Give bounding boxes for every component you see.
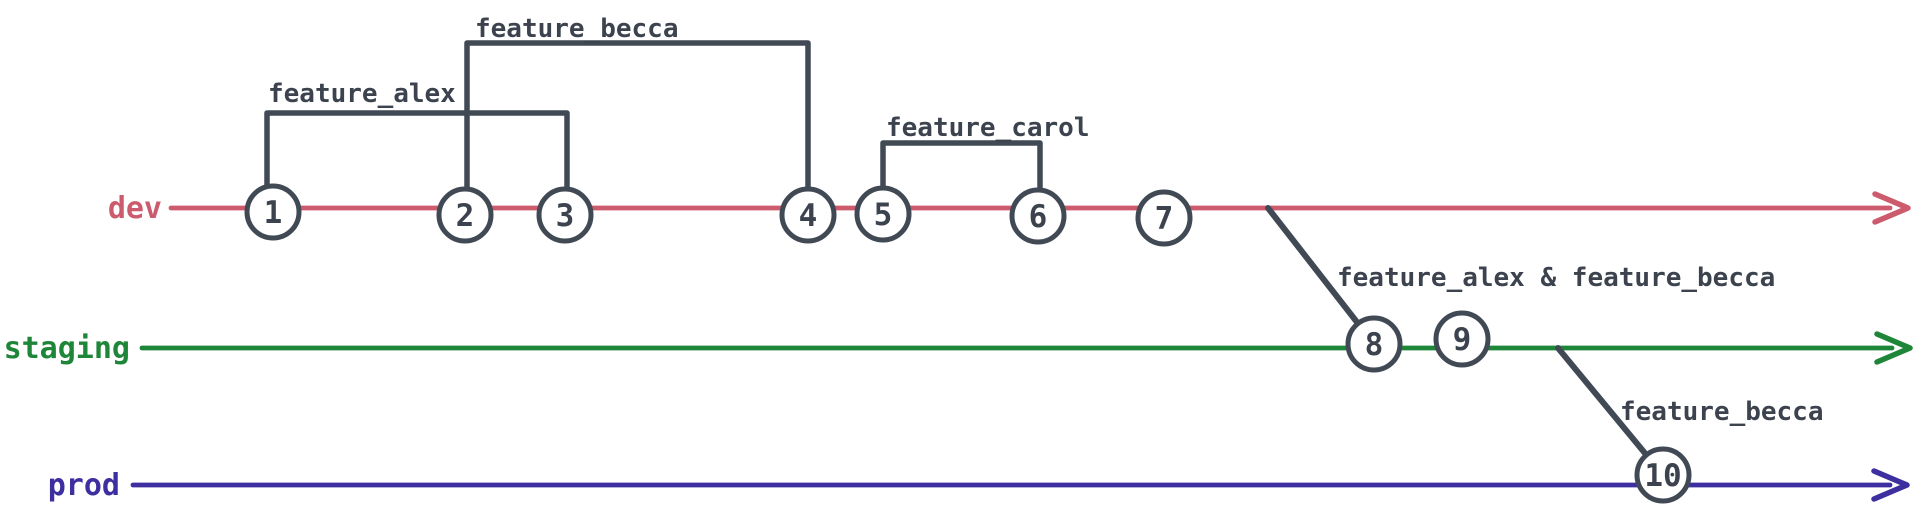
commit-number: 4 <box>799 198 818 234</box>
commit-number: 8 <box>1365 327 1384 363</box>
merge-line-0 <box>1265 205 1377 347</box>
commit-node-6 <box>1009 187 1067 245</box>
branch-label-staging: staging <box>4 331 130 366</box>
commit-number: 10 <box>1644 458 1681 494</box>
commit-node-1 <box>244 183 302 241</box>
arrow-right-icon <box>1871 468 1910 502</box>
commit-node-3 <box>536 186 594 244</box>
merge-label: feature_alex & feature_becca <box>1337 263 1775 293</box>
arrow-right-icon <box>1874 331 1913 365</box>
feature-bracket-feature_carol <box>880 140 1043 211</box>
commit-number: 2 <box>456 198 475 234</box>
feature-bracket-feature_becca <box>464 40 811 211</box>
commit-number: 1 <box>264 195 283 231</box>
feature-bracket-label: feature_carol <box>886 113 1090 143</box>
commit-number: 3 <box>556 198 575 234</box>
commit-node-2 <box>436 186 494 244</box>
feature-bracket-feature_alex <box>264 110 570 211</box>
feature-bracket-label: feature_alex <box>268 79 456 109</box>
branch-label-dev: dev <box>108 191 162 226</box>
feature-bracket-label: feature_becca <box>475 14 679 44</box>
commit-number: 7 <box>1155 201 1174 237</box>
branch-label-prod: prod <box>48 468 120 503</box>
commit-number: 6 <box>1029 199 1048 235</box>
commit-node-9 <box>1433 310 1491 368</box>
commit-node-4 <box>779 186 837 244</box>
commit-node-10 <box>1634 446 1692 504</box>
commit-number: 9 <box>1453 322 1472 358</box>
commit-number: 5 <box>874 197 893 233</box>
arrow-right-icon <box>1872 191 1911 225</box>
commit-node-5 <box>854 185 912 243</box>
merge-label: feature_becca <box>1620 397 1824 427</box>
commit-node-7 <box>1135 189 1193 247</box>
commit-node-8 <box>1345 315 1403 373</box>
